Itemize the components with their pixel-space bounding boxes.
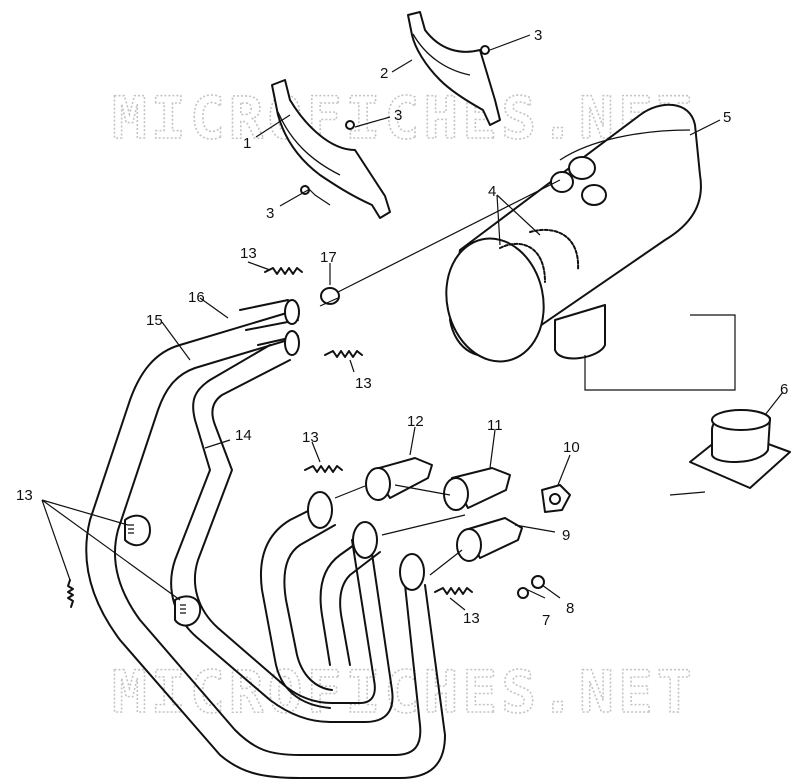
callout-14: 14 — [235, 427, 252, 444]
callout-leaders — [41, 34, 784, 611]
watermark-bottom: MICROFICHES.NET — [112, 658, 696, 726]
callout-10: 10 — [563, 439, 580, 456]
clamp-bands — [499, 228, 580, 283]
callout-15: 15 — [146, 312, 163, 329]
callout-2: 2 — [380, 65, 388, 82]
callout-13c: 13 — [302, 429, 319, 446]
callout-7: 7 — [542, 612, 550, 629]
callout-labels: 1 2 3 3 3 4 5 6 7 8 9 10 11 12 13 13 13 … — [16, 27, 788, 629]
callout-3b: 3 — [394, 107, 402, 124]
callout-9: 9 — [562, 527, 570, 544]
sleeve-11 — [443, 467, 511, 511]
callout-8: 8 — [566, 600, 574, 617]
callout-5: 5 — [723, 109, 731, 126]
sleeve-12 — [365, 457, 433, 501]
callout-13a: 13 — [240, 245, 257, 262]
callout-3c: 3 — [266, 205, 274, 222]
mount-plate — [689, 409, 791, 489]
callout-16: 16 — [188, 289, 205, 306]
header-pipes — [85, 299, 446, 779]
bracket-2 — [407, 11, 501, 126]
callout-6: 6 — [780, 381, 788, 398]
callout-13e: 13 — [16, 487, 33, 504]
springs — [67, 267, 473, 608]
callout-12: 12 — [407, 413, 424, 430]
sleeve-9 — [456, 517, 523, 562]
callout-13d: 13 — [463, 610, 480, 627]
callout-3a: 3 — [534, 27, 542, 44]
callout-11: 11 — [487, 417, 503, 434]
callout-1: 1 — [243, 135, 251, 152]
bolts-nuts — [300, 45, 545, 599]
leader-lines — [304, 179, 736, 576]
callout-13b: 13 — [355, 375, 372, 392]
callout-17: 17 — [320, 249, 337, 266]
muffler — [445, 103, 702, 363]
callout-4: 4 — [488, 183, 496, 200]
watermark-top: MICROFICHES.NET — [112, 84, 696, 152]
gasket-10 — [541, 484, 571, 513]
